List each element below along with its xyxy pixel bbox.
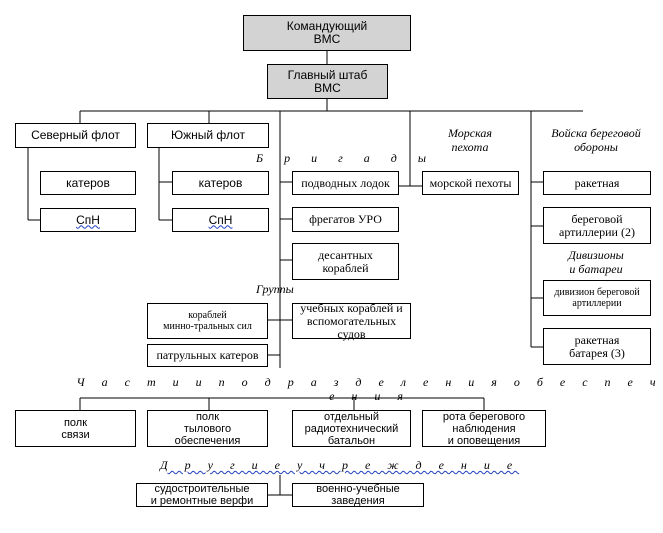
marine-brigade-box: морской пехоты: [422, 171, 519, 195]
north-fleet-box: Северный флот: [15, 123, 136, 148]
divisions-label: Дивизионы и батареи: [568, 248, 624, 276]
coastal-artillery-box: береговой артиллерии (2): [543, 207, 651, 244]
brigades-label: Б р и г а д ы: [256, 151, 435, 165]
support-label: Ч а с т и и п о д р а з д е л е н и я о …: [76, 375, 663, 403]
north-boats-box: катеров: [40, 171, 136, 195]
coastal-label: Войска береговой обороны: [551, 126, 641, 154]
south-fleet-box: Южный флот: [147, 123, 269, 148]
other-label: Д р у г и е у ч р е ж д е н и е: [160, 458, 519, 472]
south-spn-box: СпН: [172, 208, 269, 232]
missile-box: ракетная: [543, 171, 651, 195]
schools-box: военно-учебные заведения: [292, 483, 424, 507]
radio-battalion-box: отдельный радиотехнический батальон: [292, 410, 411, 447]
marines-label: Морская пехота: [447, 126, 493, 154]
frigate-brigade-box: фрегатов УРО: [292, 207, 399, 232]
observation-company-box: рота берегового наблюдения и оповещения: [422, 410, 546, 447]
commander-box: Командующий ВМС: [243, 15, 411, 51]
landing-brigade-box: десантных кораблей: [292, 243, 399, 280]
other-label-text: Д р у г и е у ч р е ж д е н и е: [160, 458, 520, 472]
training-group-box: учебных кораблей и вспомогательных судов: [292, 301, 411, 340]
south-boats-box: катеров: [172, 171, 269, 195]
missile-battery-box: ракетная батарея (3): [543, 328, 651, 365]
mine-group-box: кораблей минно-тральных сил: [147, 303, 268, 339]
shipyards-box: судостроительные и ремонтные верфи: [136, 483, 268, 507]
patrol-group-box: патрульных катеров: [147, 344, 268, 367]
south-spn-label: СпН: [208, 212, 233, 227]
north-spn-label: СпН: [76, 212, 100, 227]
rear-regiment-box: полк тылового обеспечения: [147, 410, 268, 447]
north-spn-box: СпН: [40, 208, 136, 232]
signal-regiment-box: полк связи: [15, 410, 136, 447]
artillery-division-box: дивизион береговой артиллерии: [543, 280, 651, 316]
submarine-brigade-box: подводных лодок: [292, 171, 399, 195]
groups-label: Группы: [256, 282, 294, 296]
main-staff-box: Главный штаб ВМС: [267, 64, 388, 99]
